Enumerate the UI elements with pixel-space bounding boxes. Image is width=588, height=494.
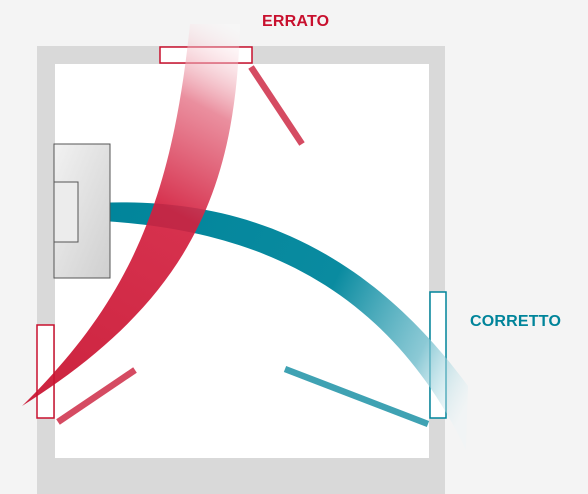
right-label: CORRETTO (470, 313, 562, 330)
door-panel-bottom-right (283, 365, 430, 428)
door-panel-bottom-left (56, 367, 137, 425)
door-panel-top-right (248, 65, 305, 146)
wrong-label: ERRATO (262, 13, 330, 30)
left-door-frame (36, 324, 55, 419)
airflow-wrong (22, 24, 240, 406)
split-air-conditioner-icon (53, 143, 111, 279)
airflow-correct (78, 202, 468, 450)
room-floor (55, 64, 429, 458)
